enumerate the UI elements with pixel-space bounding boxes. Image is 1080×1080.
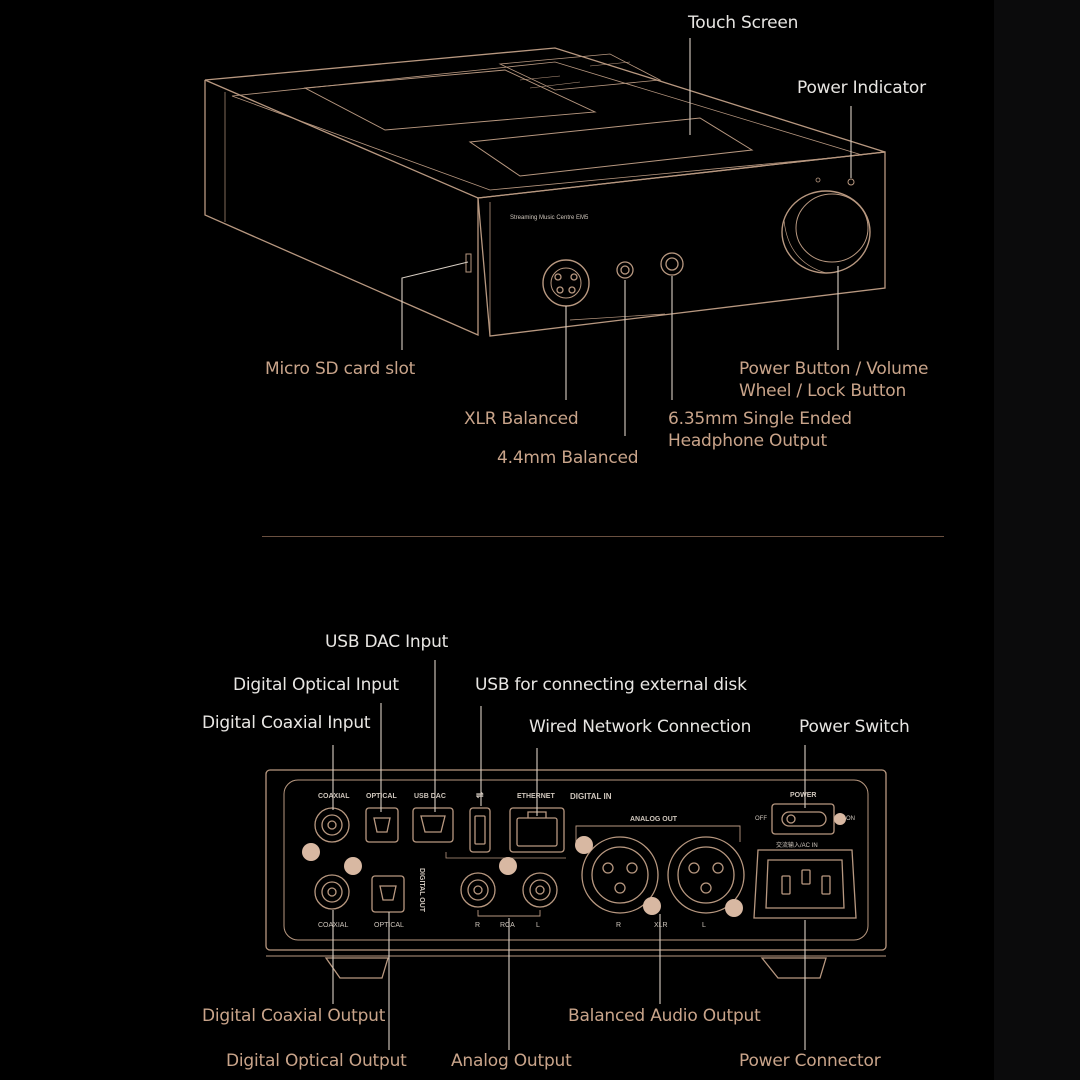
panel-rca: RCA [500, 922, 515, 929]
label-power-connector: Power Connector [739, 1051, 881, 1071]
panel-xlr-r: R [616, 922, 622, 929]
rear-foot-left [324, 957, 389, 979]
panel-xlr: XLR [654, 922, 668, 929]
xlr-r-port [581, 836, 659, 914]
label-xlr-balanced: XLR Balanced [464, 409, 579, 429]
label-635-1: 6.35mm Single Ended [668, 409, 852, 429]
usb-trident-icon: ⇌ [476, 790, 484, 800]
coaxial-out-port [314, 874, 350, 910]
device-model-text: Streaming Music Centre EM5 [510, 215, 589, 221]
label-44mm: 4.4mm Balanced [497, 448, 639, 468]
panel-on: ON [846, 816, 855, 822]
optical-out-port [371, 875, 405, 913]
jack-635mm [660, 252, 684, 276]
usb-dac-port [412, 807, 454, 843]
callout-micro-sd [401, 261, 469, 350]
device-left-side [204, 80, 479, 336]
panel-coaxial-out: COAXIAL [318, 922, 349, 929]
label-digital-coaxial-output: Digital Coaxial Output [202, 1006, 386, 1026]
side-band [994, 0, 1080, 1080]
rca-l-port [522, 872, 558, 908]
panel-coaxial-in: COAXIAL [318, 793, 350, 800]
xlr-l-port [667, 836, 745, 914]
label-balanced-audio-output: Balanced Audio Output [568, 1006, 761, 1026]
device-top-glass [231, 61, 863, 191]
optical-in-port [365, 807, 399, 843]
section-divider [262, 536, 944, 537]
panel-analog-out: ANALOG OUT [630, 816, 678, 823]
label-power-indicator: Power Indicator [797, 78, 926, 98]
panel-optical-out: OPTICAL [374, 922, 404, 929]
label-digital-coaxial-input: Digital Coaxial Input [202, 713, 371, 733]
rear-foot-right [760, 957, 827, 979]
panel-rca-r: R [475, 922, 481, 929]
panel-power: POWER [790, 792, 817, 799]
coaxial-in-port [314, 807, 350, 843]
micro-sd-slot [465, 253, 472, 273]
panel-ethernet: ETHERNET [517, 793, 555, 800]
label-digital-optical-output: Digital Optical Output [226, 1051, 407, 1071]
panel-xlr-l: L [702, 922, 706, 929]
top-control-panel [303, 69, 597, 131]
label-micro-sd: Micro SD card slot [265, 359, 416, 379]
label-digital-optical-input: Digital Optical Input [233, 675, 399, 695]
label-usb-dac-input: USB DAC Input [325, 632, 449, 652]
panel-optical-in: OPTICAL [366, 793, 397, 800]
jack-44mm [616, 261, 634, 279]
power-indicator-led [847, 178, 855, 186]
xlr-front-connector [542, 259, 590, 307]
label-wired-network: Wired Network Connection [529, 717, 752, 737]
panel-ac-in: 交流输入/AC IN [776, 843, 818, 849]
label-power-button-2: Wheel / Lock Button [739, 381, 907, 401]
panel-usb-dac: USB DAC [414, 793, 446, 800]
label-power-button-1: Power Button / Volume [739, 359, 929, 379]
label-usb-external-disk: USB for connecting external disk [475, 675, 747, 695]
label-analog-output: Analog Output [451, 1051, 572, 1071]
rear-panel-inner [283, 779, 869, 941]
label-635-2: Headphone Output [668, 431, 827, 451]
touch-screen-area [468, 117, 754, 177]
rca-r-port [460, 872, 496, 908]
ac-inlet [753, 849, 857, 919]
rear-panel-outline [265, 769, 887, 951]
label-touch-screen: Touch Screen [688, 13, 799, 33]
accent-dots [302, 813, 846, 917]
device-front-face [477, 151, 886, 337]
panel-off: OFF [755, 816, 767, 822]
label-power-switch: Power Switch [799, 717, 910, 737]
power-switch [771, 803, 835, 835]
panel-digital-in: DIGITAL IN [570, 792, 612, 801]
panel-rca-l: L [536, 922, 540, 929]
panel-digital-out: DIGITAL OUT [418, 868, 425, 913]
usb-a-port [469, 807, 491, 853]
